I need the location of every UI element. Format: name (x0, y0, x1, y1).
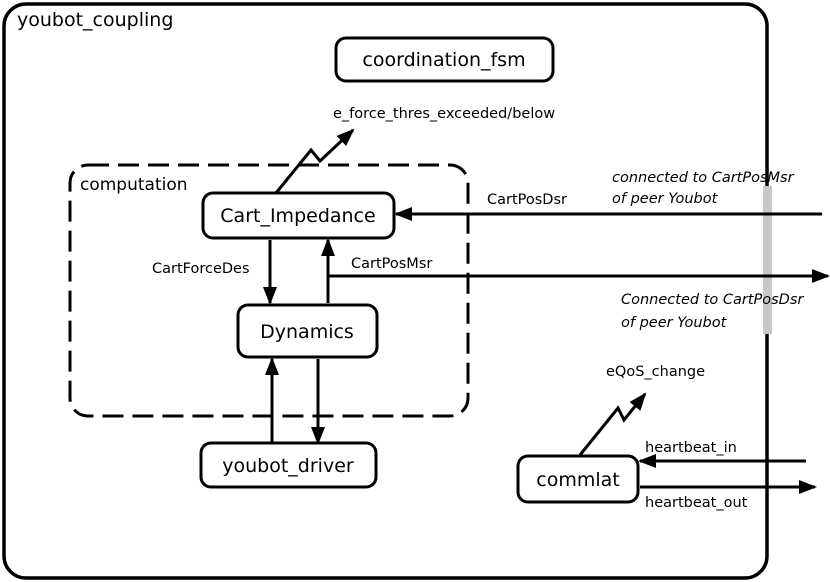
youbot-driver-label: youbot_driver (222, 455, 354, 477)
force-threshold-event: e_force_thres_exceeded/below (333, 106, 555, 122)
qos-change-event: eQoS_change (606, 364, 705, 380)
commlat-label: commlat (536, 469, 619, 491)
cart-pos-dsr-label: CartPosDsr (487, 192, 567, 208)
dynamics-box[interactable] (236, 303, 379, 359)
heartbeat-out-label: heartbeat_out (645, 495, 748, 511)
cart-pos-msr-label: CartPosMsr (351, 256, 432, 272)
out-note-line2: of peer Youbot (621, 315, 728, 331)
youbot-driver-box[interactable] (199, 441, 378, 489)
in-note-line2: of peer Youbot (612, 191, 719, 207)
computation-title: computation (80, 175, 188, 195)
commlat-box[interactable] (516, 454, 640, 504)
port-gap (763, 186, 772, 334)
in-note-line1: connected to CartPosMsr (612, 170, 795, 186)
coordination-fsm-box[interactable] (334, 36, 555, 83)
computation-container (68, 163, 470, 418)
cart-impedance-label: Cart_Impedance (220, 205, 375, 227)
cart-force-des-label: CartForceDes (152, 261, 250, 277)
dynamics-label: Dynamics (260, 321, 354, 343)
coordination-fsm-label: coordination_fsm (362, 49, 525, 71)
heartbeat-in-label: heartbeat_in (645, 440, 737, 456)
qos-event-arrow (578, 392, 647, 456)
force-event-arrow (274, 128, 355, 194)
outer-container (2, 2, 769, 580)
out-note-line1: Connected to CartPosDsr (621, 292, 804, 308)
outer-title: youbot_coupling (17, 9, 173, 31)
